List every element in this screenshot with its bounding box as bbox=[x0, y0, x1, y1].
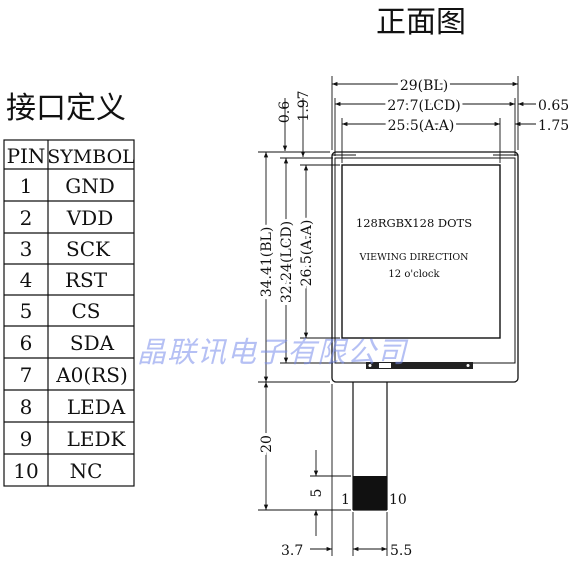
pin-symbol: LEDK bbox=[67, 427, 127, 451]
pin-symbol: VDD bbox=[66, 206, 114, 230]
pin-symbol: SDA bbox=[70, 331, 115, 355]
active-area bbox=[341, 164, 501, 339]
company-watermark: 晶联讯电子有限公司 bbox=[137, 335, 409, 369]
ic-marker bbox=[368, 364, 372, 367]
pin-symbol: SCK bbox=[66, 237, 111, 261]
aa-height-label: 26.5(A.A) bbox=[299, 220, 315, 287]
top-offset-197-label: 1.97 bbox=[296, 90, 312, 121]
fpc-length-label: 20 bbox=[259, 435, 275, 453]
right-offset-175-label: 1.75 bbox=[538, 118, 568, 134]
front-view-title: 正面图 bbox=[376, 5, 466, 40]
pin-number: 7 bbox=[20, 363, 33, 387]
top-offset-06-label: 0.6 bbox=[277, 101, 293, 123]
connector-pin-last: 10 bbox=[389, 492, 407, 508]
pin-symbol: A0(RS) bbox=[55, 363, 128, 387]
pin-number: 5 bbox=[20, 299, 33, 323]
bl-height-label: 34.41(BL) bbox=[259, 227, 275, 298]
pin-number: 9 bbox=[20, 427, 33, 451]
right-offset-065-label: 0.65 bbox=[538, 98, 568, 114]
resolution-label: 128RGBX128 DOTS bbox=[356, 216, 472, 230]
lcd-height-label: 32.24(LCD) bbox=[279, 221, 295, 303]
pin-symbol: GND bbox=[65, 174, 115, 198]
pin-symbol: NC bbox=[70, 459, 103, 483]
viewing-direction-label: VIEWING DIRECTION bbox=[359, 252, 469, 263]
symbol-header: SYMBOL bbox=[47, 146, 135, 168]
pin-number: 1 bbox=[20, 174, 33, 198]
pin-table bbox=[3, 139, 135, 487]
clock-label: 12 o'clock bbox=[388, 269, 440, 280]
pin-number: 2 bbox=[20, 206, 33, 230]
connector-pin-first: 1 bbox=[341, 492, 350, 508]
pin-definition-title: 接口定义 bbox=[6, 91, 126, 126]
pin-number: 6 bbox=[20, 331, 33, 355]
fpc-pad-label: 5 bbox=[309, 489, 325, 498]
ic-marker bbox=[466, 364, 470, 367]
aa-width-label: 25.5(A.A) bbox=[388, 118, 455, 134]
pin-symbol: RST bbox=[65, 268, 108, 292]
pin-number: 4 bbox=[20, 268, 33, 292]
pin-symbol: CS bbox=[71, 299, 100, 323]
pin-number: 8 bbox=[20, 395, 33, 419]
bottom-left-offset-label: 3.7 bbox=[281, 543, 303, 559]
bottom-right-offset-label: 5.5 bbox=[390, 543, 412, 559]
pin-header: PIN bbox=[7, 144, 46, 168]
driver-ic bbox=[366, 362, 473, 369]
fpc-contact-pad bbox=[353, 476, 387, 510]
pin-number: 3 bbox=[20, 237, 33, 261]
pin-number: 10 bbox=[13, 459, 38, 483]
backlight-outline bbox=[331, 151, 519, 383]
bl-width-label: 29(BL) bbox=[400, 78, 448, 94]
lcd-width-label: 27.7(LCD) bbox=[387, 98, 460, 114]
pin-symbol: LEDA bbox=[67, 395, 126, 419]
